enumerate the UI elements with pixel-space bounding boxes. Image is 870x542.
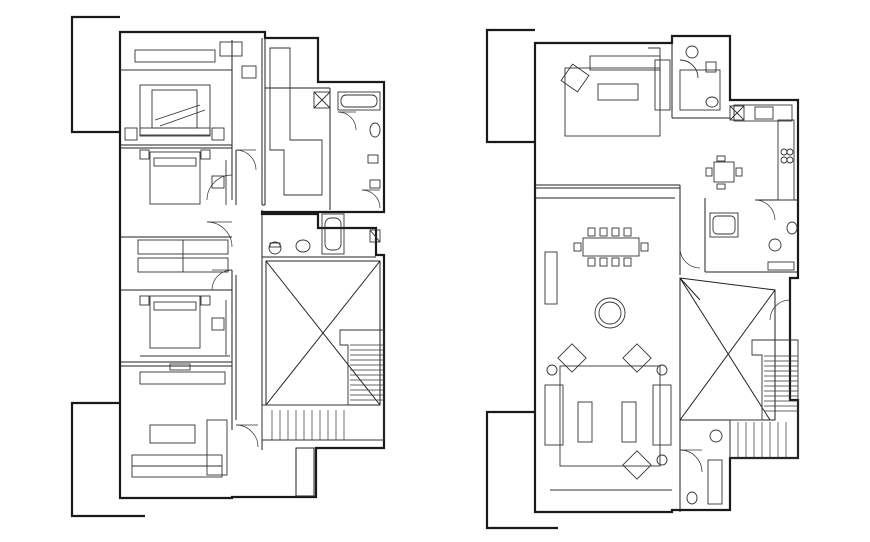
- left-staircase: [261, 329, 385, 441]
- bedroom-3-furniture: [139, 295, 230, 357]
- right-outer-wall: [533, 34, 800, 514]
- right-kitchen: [705, 104, 795, 201]
- right-top-balcony: [485, 28, 535, 144]
- right-doors: [679, 199, 791, 473]
- right-lounge-suite: [560, 55, 671, 137]
- bedroom-2-furniture: [139, 149, 227, 205]
- right-floor-plan: [485, 28, 800, 530]
- right-lower-bathroom: [686, 429, 723, 505]
- right-staircase: [729, 339, 799, 459]
- right-bathroom-fixtures: [648, 45, 798, 271]
- right-round-table: [594, 297, 626, 329]
- left-powder-fixtures: [268, 213, 381, 255]
- left-top-balcony: [70, 15, 120, 134]
- bedroom-1-furniture: [120, 41, 257, 141]
- left-doors: [206, 111, 381, 448]
- left-floor-plan: [70, 15, 386, 518]
- right-void-cross: [679, 277, 776, 421]
- bedroom-4-furniture: [131, 363, 228, 478]
- left-void-cross: [265, 260, 381, 406]
- left-bathroom-fixtures: [313, 91, 381, 189]
- left-shaft: [269, 47, 323, 196]
- left-duct: [295, 447, 315, 497]
- right-interior-walls: [535, 36, 798, 512]
- left-outer-wall: [118, 30, 386, 500]
- right-sofa-set: [544, 343, 672, 491]
- right-bottom-balcony: [485, 410, 558, 530]
- left-corridor-wardrobes: [137, 239, 229, 273]
- left-interior-walls: [120, 38, 376, 450]
- right-dining-table: [573, 227, 649, 267]
- left-bottom-balcony: [70, 401, 145, 518]
- right-sideboard: [544, 251, 558, 305]
